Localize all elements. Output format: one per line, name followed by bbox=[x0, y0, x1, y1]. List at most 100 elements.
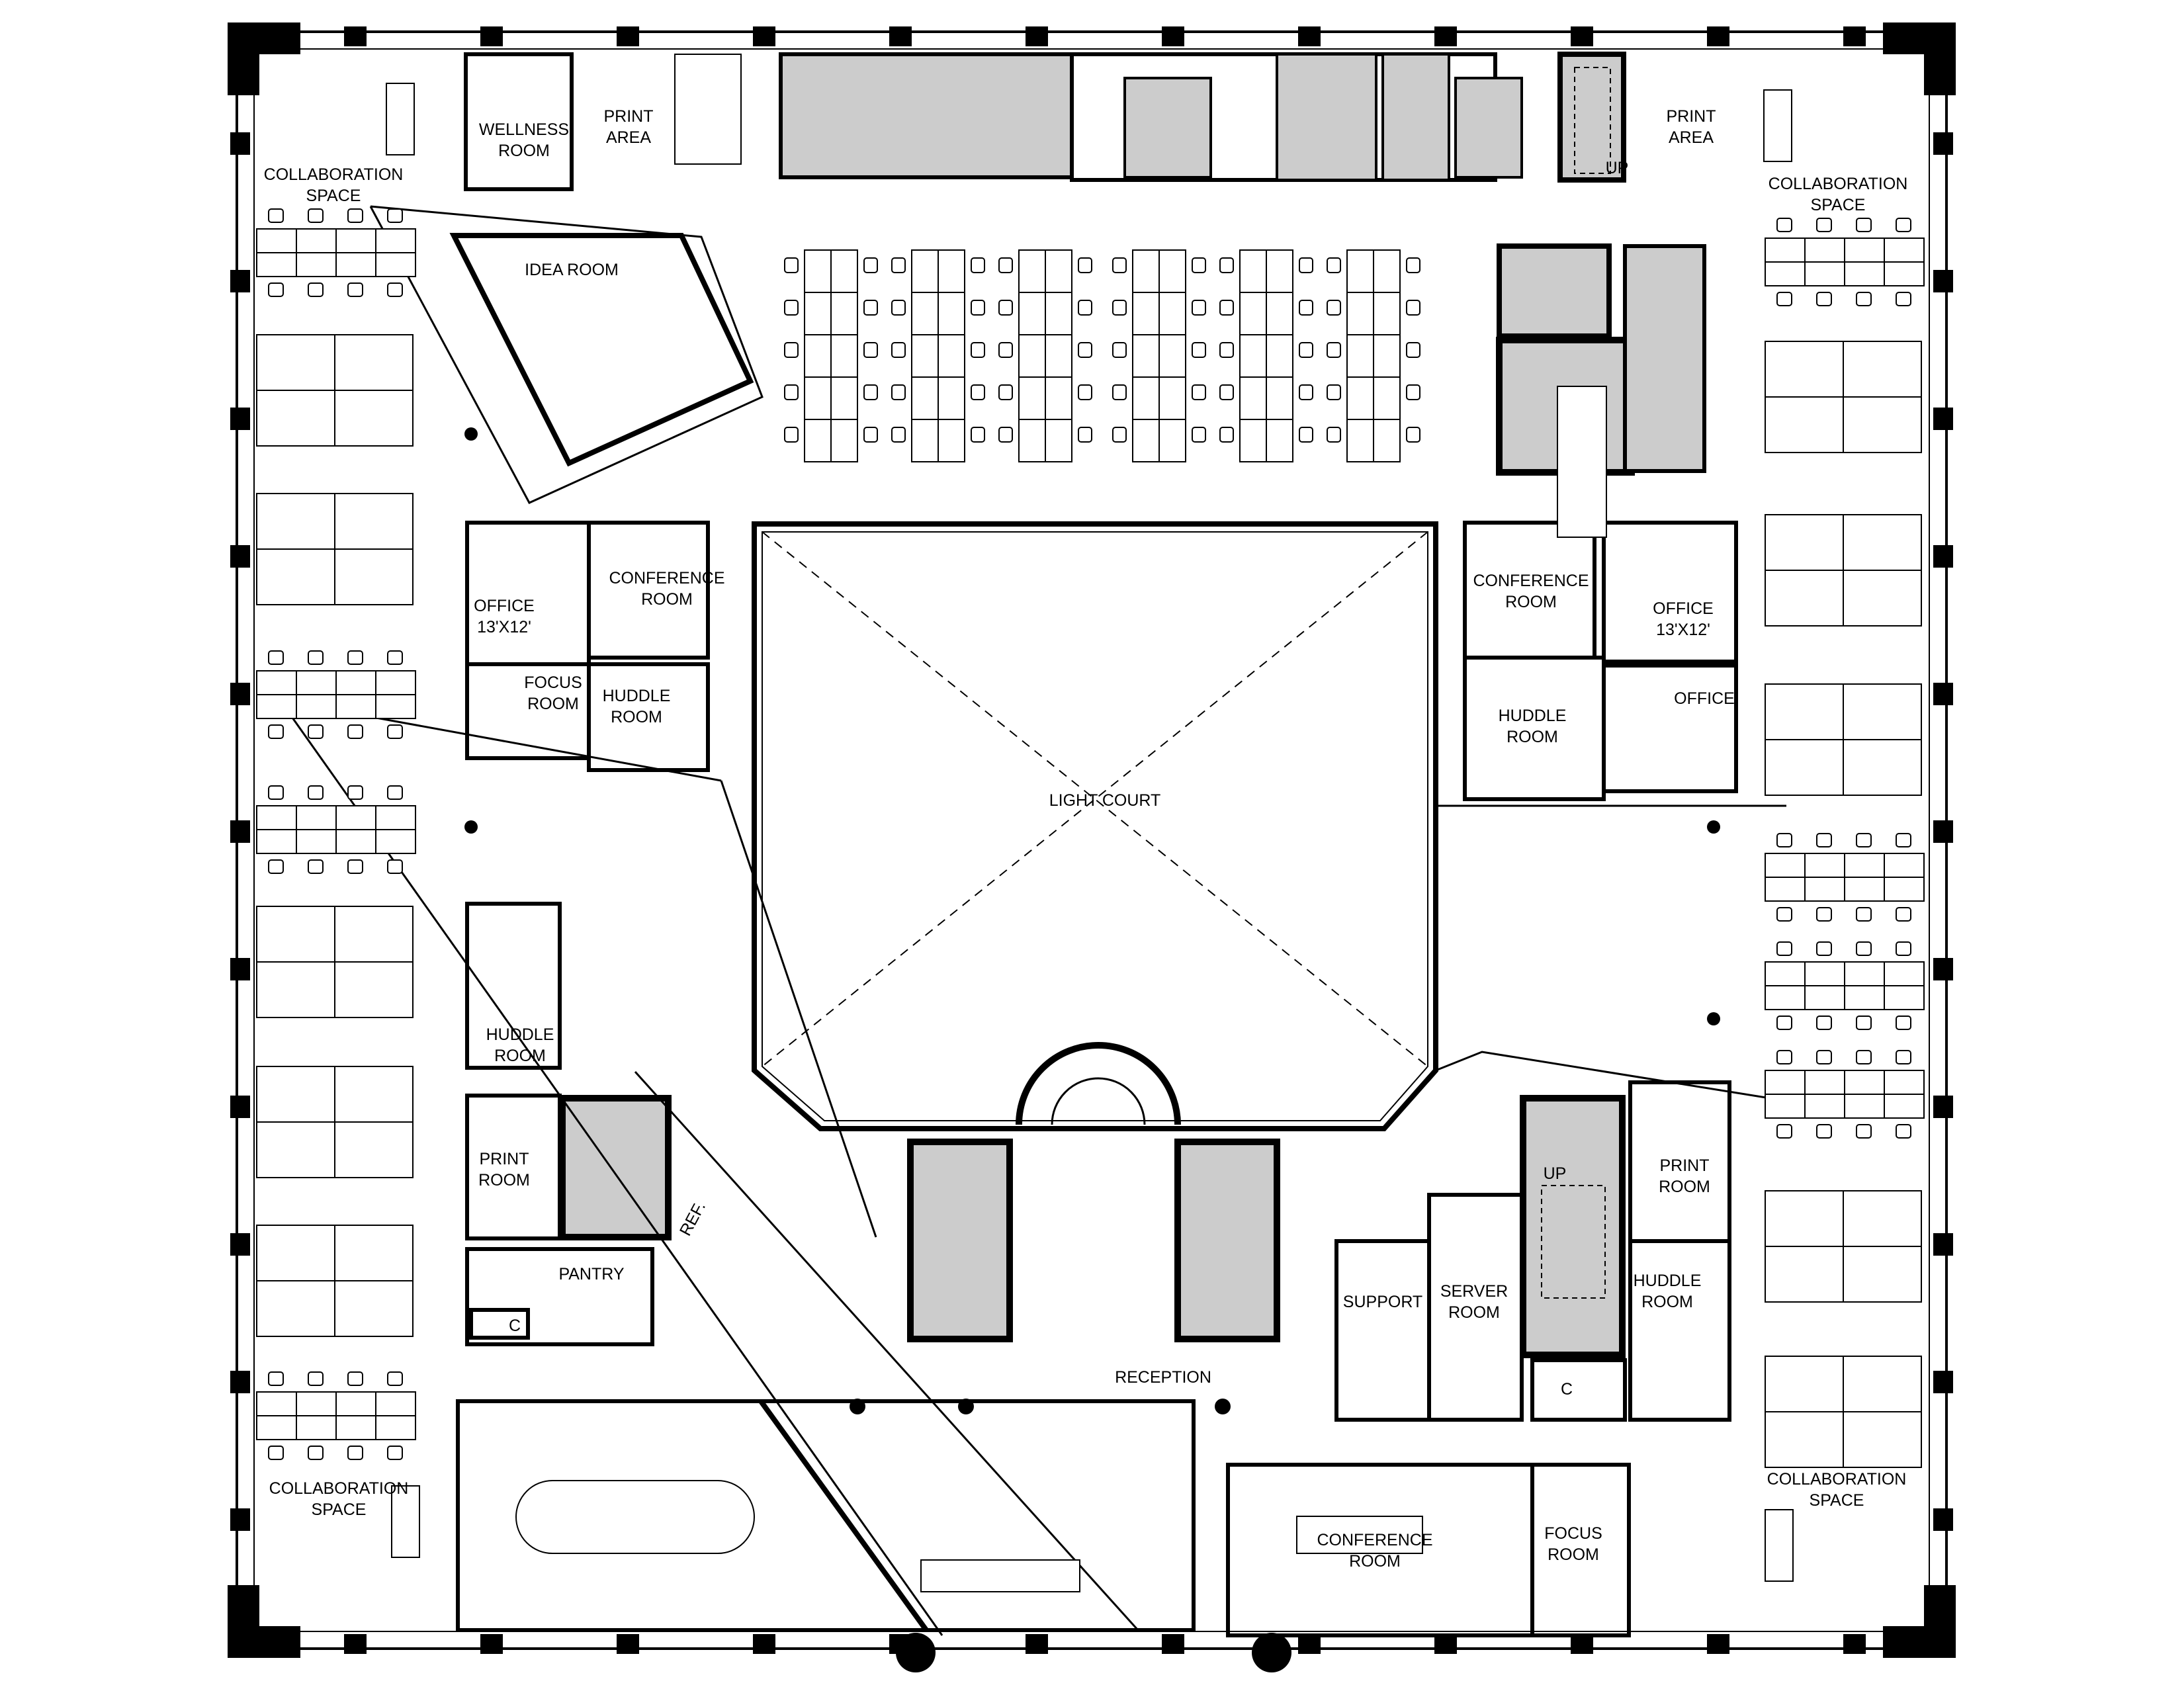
chair bbox=[1856, 292, 1872, 306]
chair bbox=[308, 785, 324, 800]
chair bbox=[971, 257, 985, 273]
label-print-area-left-2: AREA bbox=[606, 128, 651, 147]
workstation bbox=[1765, 853, 1806, 878]
window-pier bbox=[1843, 1634, 1866, 1654]
workstation bbox=[1239, 334, 1267, 378]
workstation bbox=[256, 805, 297, 830]
chair bbox=[1112, 342, 1127, 358]
workstation bbox=[804, 334, 832, 378]
label-huddle-left-1: HUDDLE bbox=[603, 687, 671, 705]
top-right-core bbox=[1496, 243, 1706, 476]
workstation bbox=[1158, 292, 1186, 335]
workstation bbox=[1346, 334, 1374, 378]
workstation bbox=[1239, 376, 1267, 420]
chair bbox=[308, 1446, 324, 1460]
chair bbox=[308, 724, 324, 739]
workstation bbox=[1765, 261, 1806, 286]
label-huddle-left-2: ROOM bbox=[611, 708, 662, 726]
workstation bbox=[256, 1391, 297, 1416]
chair bbox=[1327, 384, 1341, 400]
label-wellness-2: ROOM bbox=[498, 142, 550, 160]
label-collab-bottom-left-1: COLLABORATION bbox=[269, 1479, 409, 1498]
chair bbox=[891, 427, 906, 443]
chair bbox=[387, 785, 403, 800]
chair bbox=[268, 1446, 284, 1460]
chair bbox=[1816, 833, 1832, 847]
workstation bbox=[1266, 249, 1293, 293]
workstation bbox=[375, 228, 416, 253]
workstation bbox=[911, 419, 939, 462]
workstation bbox=[830, 419, 858, 462]
workstation bbox=[1804, 985, 1845, 1010]
chair bbox=[1219, 427, 1234, 443]
workstation bbox=[1844, 238, 1885, 263]
workstation bbox=[334, 548, 414, 605]
workstation bbox=[1844, 261, 1885, 286]
label-print-room-left-2: ROOM bbox=[478, 1171, 530, 1190]
chair bbox=[347, 282, 363, 297]
workstation bbox=[1346, 292, 1374, 335]
chair bbox=[784, 427, 799, 443]
workstation bbox=[1132, 419, 1160, 462]
chair bbox=[1816, 1016, 1832, 1030]
label-huddle-right-1: HUDDLE bbox=[1499, 707, 1567, 725]
chair bbox=[268, 282, 284, 297]
window-pier bbox=[1933, 958, 1953, 980]
chair bbox=[347, 1446, 363, 1460]
label-ref: REF. bbox=[676, 1199, 709, 1239]
workstation bbox=[1844, 1070, 1885, 1095]
chair bbox=[1776, 218, 1792, 232]
workstation bbox=[256, 1066, 335, 1123]
chair bbox=[784, 257, 799, 273]
chair bbox=[1192, 342, 1206, 358]
chair bbox=[1192, 427, 1206, 443]
window-pier bbox=[1707, 26, 1729, 46]
workstation bbox=[1843, 570, 1922, 627]
chair bbox=[308, 1371, 324, 1386]
workstation bbox=[256, 694, 297, 719]
workstation bbox=[1843, 341, 1922, 398]
label-print-area-right-2: AREA bbox=[1669, 128, 1714, 147]
workstation bbox=[256, 1121, 335, 1178]
workstation bbox=[1132, 249, 1160, 293]
label-collab-top-right-2: SPACE bbox=[1811, 196, 1866, 214]
label-huddle-bottom-right-1: HUDDLE bbox=[1634, 1272, 1702, 1290]
right-stair-core bbox=[1520, 1095, 1626, 1358]
window-pier bbox=[344, 1634, 367, 1654]
workstation bbox=[1132, 334, 1160, 378]
window-pier bbox=[230, 270, 250, 292]
workstation bbox=[296, 252, 337, 277]
workstation bbox=[1018, 249, 1046, 293]
label-office-right-2: 13'X12' bbox=[1656, 621, 1710, 639]
workstation bbox=[1843, 739, 1922, 796]
workstations bbox=[256, 228, 1925, 1468]
label-c-left: C bbox=[509, 1317, 521, 1335]
workstation bbox=[1765, 1411, 1844, 1468]
window-pier bbox=[617, 26, 639, 46]
workstation bbox=[334, 390, 414, 447]
workstation bbox=[1765, 985, 1806, 1010]
workstation bbox=[256, 1225, 335, 1281]
window-pier bbox=[1933, 132, 1953, 155]
workstation bbox=[1373, 334, 1401, 378]
workstation bbox=[1373, 419, 1401, 462]
chair bbox=[1078, 257, 1092, 273]
workstation bbox=[1884, 1094, 1925, 1119]
chair bbox=[1776, 1016, 1792, 1030]
window-pier bbox=[1162, 26, 1184, 46]
chair bbox=[347, 859, 363, 874]
chair bbox=[387, 859, 403, 874]
chair bbox=[863, 257, 878, 273]
chair bbox=[1299, 427, 1313, 443]
window-pier bbox=[1933, 1233, 1953, 1256]
workstation bbox=[911, 376, 939, 420]
workstation bbox=[1765, 396, 1844, 453]
chair bbox=[1219, 384, 1234, 400]
chair bbox=[1816, 292, 1832, 306]
workstation bbox=[1018, 292, 1046, 335]
right-rooms bbox=[1226, 521, 1738, 1637]
window-pier bbox=[1026, 1634, 1048, 1654]
workstation bbox=[1045, 419, 1072, 462]
workstation bbox=[256, 390, 335, 447]
